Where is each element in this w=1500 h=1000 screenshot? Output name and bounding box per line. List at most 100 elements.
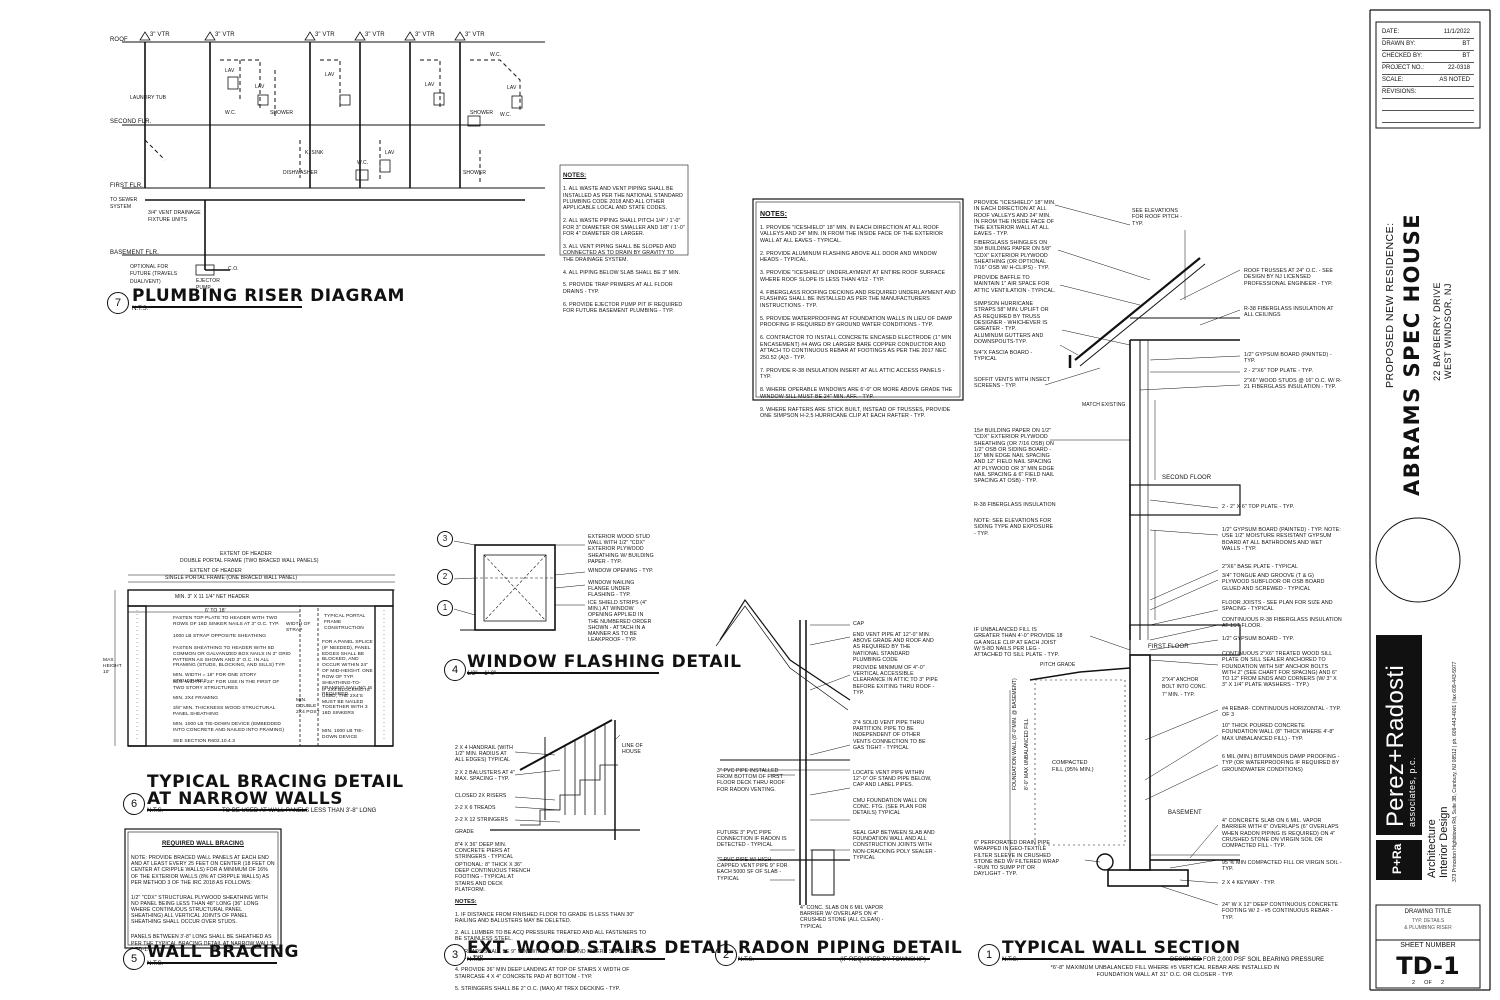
general-note: 7. PROVIDE R-38 INSULATION INSERT AT ALL… <box>760 367 945 381</box>
radon-note: END VENT PIPE AT 12"-0" MIN. ABOVE GRADE… <box>853 632 934 663</box>
stair-note: 2 X 2 BALUSTERS AT 4" MAX. SPACING - TYP… <box>455 770 515 783</box>
firm-address: 373 Princeton Hightstown Rd, Suite 3B, C… <box>1452 661 1458 882</box>
discipline: Interior Design <box>1438 806 1450 878</box>
radon-note: 3" PVC PIPE W/ HIGH CAPPED VENT PIPE 9" … <box>717 857 788 882</box>
project-address-line-2: WEST WINDSOR, NJ <box>1443 283 1453 379</box>
bracing-label: FASTEN TOP PLATE TO HEADER WITH TWO ROWS… <box>173 616 280 627</box>
bracing-label: EXTENT OF HEADER <box>220 551 272 557</box>
sewer-label: TO SEWER SYSTEM <box>110 197 138 211</box>
wall-bracing-title: REQUIRED WALL BRACING <box>162 841 244 848</box>
bracing-label: MIN. 2X4 FRAMING <box>173 696 219 701</box>
step-number-bubble: 2 <box>437 569 453 585</box>
detail-number-bubble: 3 <box>444 944 466 966</box>
bracing-label: DOUBLE PORTAL FRAME (TWO BRACED WALL PAN… <box>180 558 319 564</box>
general-note: 4. FIBERGLASS ROOFING DECKING AND REQUIR… <box>760 289 956 309</box>
detail-title: WINDOW FLASHING DETAIL <box>467 652 742 674</box>
bracing-label: MIN. 1000 LB TIE-DOWN DEVICE (EMBEDDED I… <box>173 722 285 733</box>
wall-bracing-text: REQUIRED WALL BRACING NOTE: PROVIDE BRAC… <box>131 835 275 959</box>
firm-logo-panel: Perez+Radosti associates, p.c. <box>1376 635 1422 835</box>
stair-notes-item: 2. ALL LUMBER TO BE ACQ PRESSURE TREATED… <box>455 930 647 943</box>
bracing-label: MAX HEIGHT 10' <box>103 658 122 675</box>
stair-notes-item: 5. STRINGERS SHALL BE 2" O.C. (MAX) AT T… <box>455 986 621 993</box>
fixture-label: LAUNDRY TUB <box>130 95 167 101</box>
vtr-label: 3" VTR <box>215 32 235 38</box>
stair-note: 2-2 X 12 STRINGERS <box>455 817 509 823</box>
info-label: DATE: <box>1382 29 1400 35</box>
bracing-label: 3/8" MIN. THICKNESS WOOD STRUCTURAL PANE… <box>173 706 276 717</box>
radon-note: 3"4 SOLID VENT PIPE THRU PARTITION. PIPE… <box>853 720 926 751</box>
info-value: 22-0318 <box>1447 65 1470 71</box>
level-basement-floor: BASEMENT FLR. <box>110 250 159 256</box>
step-number-bubble: 3 <box>437 531 453 547</box>
detail-title: EXT. WOOD STAIRS DETAIL <box>467 938 735 960</box>
vtr-label: 3" VTR <box>465 32 485 38</box>
fixture-label: W.C. <box>490 52 502 58</box>
vtr-label: 3" VTR <box>150 32 170 38</box>
detail-scale: N.T.S. <box>132 306 149 312</box>
detail-scale: N.T.S. <box>147 961 164 967</box>
info-value: BT <box>1462 41 1470 47</box>
step-number-bubble: 1 <box>437 600 453 616</box>
future-label: OPTIONAL FOR FUTURE (TRAVELS DUAL/VENT) <box>130 264 178 285</box>
detail-scale: N.T.S. <box>467 957 484 963</box>
plumbing-note: 1. ALL WASTE AND VENT PIPING SHALL BE IN… <box>563 186 683 212</box>
detail-number-bubble: 6 <box>123 793 145 815</box>
info-row <box>1382 110 1474 123</box>
wall-note: #4 REBAR- CONTINUOUS HORIZONTAL - TYP. O… <box>1222 706 1341 719</box>
radon-note: SEAL GAP BETWEEN SLAB AND FOUNDATION WAL… <box>853 830 937 861</box>
radon-note: FUTURE 3" PVC PIPE CONNECTION IF RADON I… <box>717 830 787 849</box>
window-note: ICE SHIELD STRIPS (4" MIN.) AT WINDOW OP… <box>588 600 652 644</box>
detail-title: WALL BRACING <box>147 942 300 964</box>
info-row: PROJECT NO.:22-0318 <box>1382 62 1474 75</box>
detail-footnote: *6'-8" MAXIMUM UNBALANCED FILL WHERE #5 … <box>1050 965 1280 978</box>
wall-note: 1/2" GYPSUM BOARD (PAINTED) - TYP. <box>1244 352 1332 365</box>
firm-name: Perez+Radosti <box>1382 665 1409 827</box>
wall-note: PROVIDE "ICESHIELD" 18" MIN. IN EACH DIR… <box>974 200 1056 238</box>
window-note: WINDOW OPENING - TYP. <box>588 568 654 574</box>
general-note: 6. CONTRACTOR TO INSTALL CONCRETE ENCASE… <box>760 335 952 361</box>
inline-label: MATCH EXISTING <box>1082 402 1126 408</box>
detail-number-bubble: 1 <box>978 944 1000 966</box>
wall-bracing-paragraph: NOTE: PROVIDE BRACED WALL PANELS AT EACH… <box>131 855 275 886</box>
bracing-label: FASTEN SHEATHING TO HEADER WITH 8D COMMO… <box>173 646 291 669</box>
fixture-label: DISHWASHER <box>283 170 318 176</box>
dfu-label: 3/4" VENT DRAINAGE FIXTURE UNITS <box>148 210 201 224</box>
fixture-label: SHOWER <box>270 110 294 116</box>
ejector-label: EJECTOR PUMP <box>196 278 220 292</box>
fixture-label: SHOWER <box>463 170 487 176</box>
wall-note: FIBERGLASS SHINGLES ON 30# BUILDING PAPE… <box>974 240 1052 272</box>
wall-note: 1/2" GYPSUM BOARD - TYP. <box>1222 636 1295 642</box>
detail-number-bubble: 2 <box>715 944 737 966</box>
wall-note: 6" PERFORATED DRAIN PIPE WRAPPED IN GEO-… <box>974 840 1060 878</box>
stair-note: CLOSED 2X RISERS <box>455 793 507 799</box>
wall-note: 4" CONCRETE SLAB ON 6 MIL. VAPOR BARRIER… <box>1222 818 1339 850</box>
sheet-of: 2 OF 2 <box>1411 980 1445 986</box>
info-label: SCALE: <box>1382 77 1404 83</box>
wall-note: 3/4" TONGUE AND GROOVE (T & G) PLYWOOD S… <box>1222 573 1325 592</box>
wall-note: FLOOR JOISTS - SEE PLAN FOR SIZE AND SPA… <box>1222 600 1333 613</box>
bracing-label: IF 2X4 BLOCKING IS USED, THE 2X4'S MUST … <box>322 688 370 717</box>
project-info-table: DATE:11/1/2022 DRAWN BY:BT CHECKED BY:BT… <box>1376 22 1480 128</box>
wall-note: 2"x6" BASE PLATE - TYPICAL <box>1222 564 1298 570</box>
project-address-line-1: 22 BAYBERRY DRIVE <box>1432 281 1442 381</box>
general-note: 9. WHERE RAFTERS ARE STICK BUILT, INSTEA… <box>760 406 951 420</box>
firm-mark-panel: P+Ra <box>1376 840 1422 880</box>
wall-note: CONTINUOUS 2"X6" TREATED WOOD SILL PLATE… <box>1222 651 1337 689</box>
vtr-label: 3" VTR <box>315 32 335 38</box>
fixture-label: LAV <box>385 150 395 156</box>
inline-label: FOUNDATION WALL (8'-0"MIN. @ BASEMENT) <box>1012 678 1018 790</box>
stair-notes: NOTES: 1. IF DISTANCE FROM FINISHED FLOO… <box>455 893 651 998</box>
wall-note: IF UNBALANCED FILL IS GREATER THAN 4'-0"… <box>974 627 1063 659</box>
wall-note: CONTINUOUS R-38 FIBERGLASS INSULATION AT… <box>1222 617 1342 630</box>
wall-note: 1/2" GYPSUM BOARD (PAINTED) - TYP. NOTE:… <box>1222 527 1341 552</box>
sheet-number: TD-1 <box>1396 952 1460 980</box>
info-label: DRAWN BY: <box>1382 41 1416 47</box>
general-note: 8. WHERE OPERABLE WINDOWS ARE 6'-0" OR M… <box>760 387 953 400</box>
detail-title: TYPICAL BRACING DETAIL <box>147 772 404 792</box>
project-name: ABRAMS SPEC HOUSE <box>1400 212 1424 496</box>
inline-label: SECOND FLOOR <box>1162 475 1212 481</box>
detail-number-bubble: 7 <box>107 292 129 314</box>
detail-scale: N.T.S. <box>1002 957 1019 963</box>
vtr-label: 3" VTR <box>415 32 435 38</box>
stair-note: 2 X 4 HANDRAIL (WITH 1/2" MIN. RADIUS AT… <box>455 745 514 764</box>
